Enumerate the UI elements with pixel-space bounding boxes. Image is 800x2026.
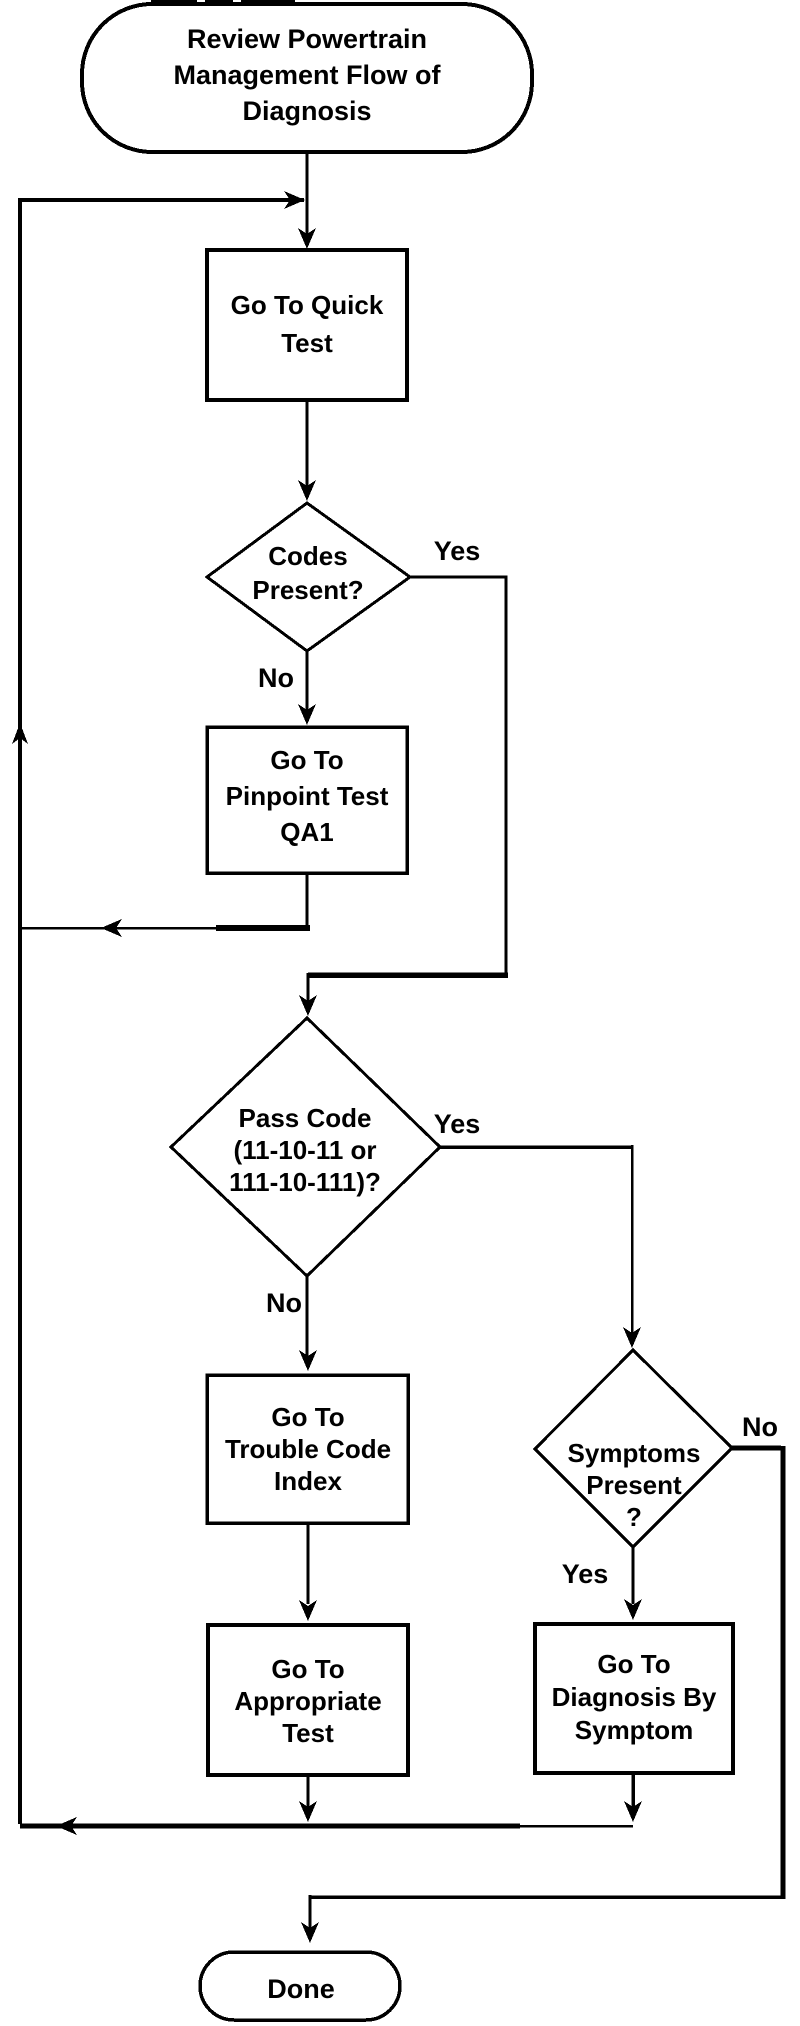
arrowhead-into-symptoms-present <box>623 1327 641 1348</box>
node-pinpoint-test-line1: Go To <box>270 745 343 775</box>
node-quick-test-text: Go To Quick Test <box>231 290 384 358</box>
arrowhead-pinpoint-return-left <box>101 919 122 937</box>
node-appropriate-test-shape <box>206 1623 410 1777</box>
arrowhead-appropriate-into-merge <box>299 1801 317 1822</box>
node-start-line3: Diagnosis <box>242 96 371 126</box>
node-quick-test-line1: Go To Quick <box>231 290 384 320</box>
connector-loop-left <box>18 198 304 1824</box>
arrowhead-into-trouble-code-index <box>299 1350 317 1371</box>
node-quick-test-shape <box>205 248 409 402</box>
node-trouble-code-index-line1: Go To <box>271 1402 344 1432</box>
connectors <box>18 152 786 1928</box>
node-diagnosis-by-symptom-shape <box>533 1622 735 1775</box>
node-diagnosis-by-symptom-line1: Go To <box>597 1649 670 1679</box>
node-shapes <box>80 2 735 2022</box>
node-codes-present-text: Codes Present? <box>252 541 363 605</box>
node-appropriate-test-line1: Go To <box>271 1654 344 1684</box>
node-diagnosis-by-symptom-text: Go To Diagnosis By Symptom <box>552 1649 717 1745</box>
node-pinpoint-test-shape <box>205 725 409 875</box>
label-pass-code-yes: Yes <box>434 1109 481 1139</box>
label-pass-code-no: No <box>266 1288 302 1318</box>
node-codes-present-line2: Present? <box>252 575 363 605</box>
node-appropriate-test-text: Go To Appropriate Test <box>234 1654 381 1748</box>
node-pinpoint-test-line3: QA1 <box>280 817 333 847</box>
node-pass-code-text: Pass Code (11-10-11 or 111-10-111)? <box>229 1103 381 1197</box>
node-start-line2: Management Flow of <box>173 60 441 90</box>
node-pass-code-line3: 111-10-111)? <box>229 1167 381 1197</box>
node-done-line1: Done <box>267 1974 335 2004</box>
label-symptoms-present-yes: Yes <box>562 1559 609 1589</box>
node-symptoms-present-shape <box>532 1347 735 1550</box>
label-codes-present-yes: Yes <box>434 536 481 566</box>
arrowhead-into-pinpoint-test <box>298 704 316 725</box>
node-trouble-code-index-line3: Index <box>274 1466 342 1496</box>
node-codes-present-line1: Codes <box>268 541 347 571</box>
arrowhead-into-done <box>301 1922 319 1943</box>
node-appropriate-test-line2: Appropriate <box>234 1686 381 1716</box>
arrowheads <box>12 191 642 1943</box>
node-pass-code-shape <box>168 1015 443 1279</box>
arrowhead-into-codes-present <box>298 480 316 501</box>
label-codes-present-no: No <box>258 663 294 693</box>
node-symptoms-present-text: Symptoms Present ? <box>568 1438 701 1532</box>
node-symptoms-present-line1: Symptoms <box>568 1438 701 1468</box>
node-done-shape <box>198 1950 402 2022</box>
node-diagnosis-by-symptom-line2: Diagnosis By <box>552 1682 717 1712</box>
node-pinpoint-test-text: Go To Pinpoint Test QA1 <box>226 745 389 847</box>
node-trouble-code-index-text: Go To Trouble Code Index <box>225 1402 391 1496</box>
node-start-text: Review Powertrain Management Flow of Dia… <box>173 24 441 126</box>
connector-codes-yes-down <box>410 575 508 975</box>
node-quick-test-line2: Test <box>281 328 333 358</box>
arrowhead-into-appropriate-test <box>299 1600 317 1621</box>
edge-labels: Yes No Yes No No Yes <box>258 536 778 1589</box>
arrowhead-loop-left-up <box>12 723 28 744</box>
node-appropriate-test-line3: Test <box>282 1718 334 1748</box>
node-start-line1: Review Powertrain <box>187 24 427 54</box>
node-texts: Review Powertrain Management Flow of Dia… <box>173 24 716 2004</box>
node-codes-present-shape <box>204 501 413 653</box>
node-trouble-code-index-shape <box>205 1373 410 1525</box>
arrowhead-diagnosis-into-merge <box>624 1801 642 1822</box>
node-symptoms-present-line3: ? <box>626 1502 642 1532</box>
arrowhead-merge-left <box>56 1817 77 1835</box>
node-pass-code-line2: (11-10-11 or <box>233 1135 376 1165</box>
node-done-text: Done <box>267 1974 335 2004</box>
node-symptoms-present-line2: Present <box>586 1470 682 1500</box>
arrowhead-into-pass-code <box>299 995 317 1016</box>
node-start-shape <box>80 2 534 154</box>
arrowhead-into-quick-test <box>298 228 316 249</box>
node-diagnosis-by-symptom-line3: Symptom <box>575 1715 693 1745</box>
label-symptoms-present-no: No <box>742 1412 778 1442</box>
arrowhead-into-diagnosis-by-symptom <box>624 1599 642 1620</box>
node-pass-code-line1: Pass Code <box>239 1103 372 1133</box>
node-pinpoint-test-line2: Pinpoint Test <box>226 781 389 811</box>
node-trouble-code-index-line2: Trouble Code <box>225 1434 391 1464</box>
arrowhead-into-main-line <box>284 191 305 209</box>
